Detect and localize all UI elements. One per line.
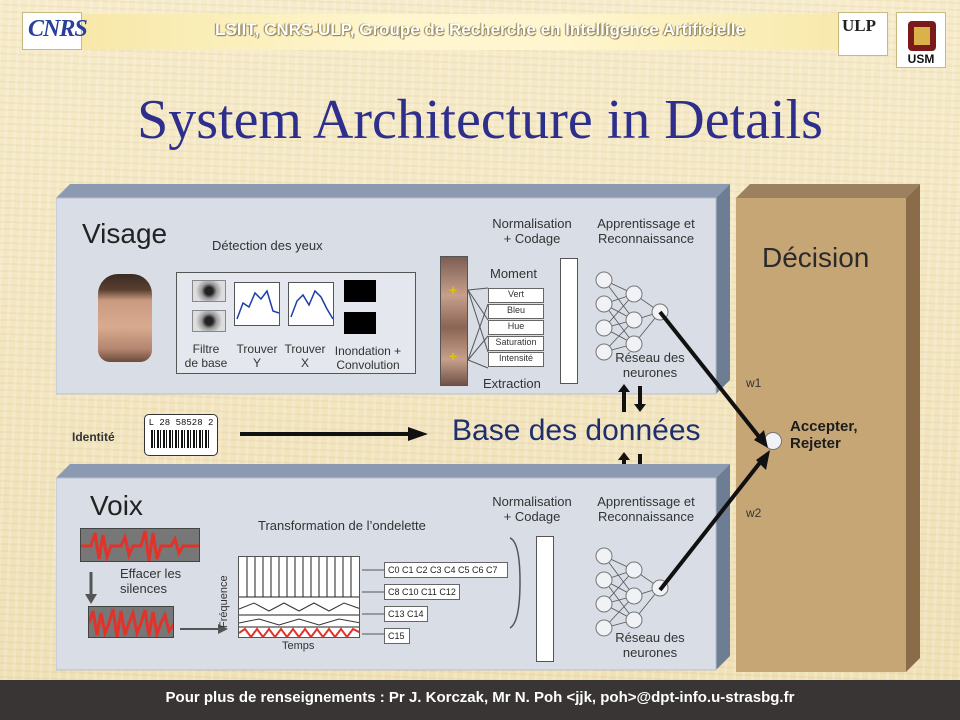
temps-label: Temps bbox=[282, 640, 315, 652]
ulp-logo-text: ULP bbox=[842, 16, 876, 35]
visage-code-vector bbox=[560, 258, 578, 384]
trouver-x-plot bbox=[288, 282, 334, 326]
detection-label: Détection des yeux bbox=[212, 238, 323, 253]
wavelet-spectrogram bbox=[238, 556, 360, 638]
weight-w2: w2 bbox=[746, 506, 762, 520]
voix-neural-network bbox=[595, 547, 669, 637]
db-arrows-top bbox=[618, 384, 646, 412]
eye-filter-thumb-1 bbox=[192, 280, 226, 302]
coef-arrows bbox=[362, 569, 384, 635]
network-to-decision-arrows bbox=[658, 310, 770, 592]
visage-normalisation-label: Normalisation+ Codage bbox=[492, 216, 572, 246]
silence-arrow bbox=[85, 572, 97, 604]
ulp-logo bbox=[838, 12, 888, 56]
usm-logo-text: USM bbox=[907, 52, 935, 66]
barcode-bars bbox=[151, 430, 211, 448]
coef-brace bbox=[509, 537, 521, 629]
base-donnees-label: Base des données bbox=[452, 414, 701, 447]
voix-label: Voix bbox=[90, 490, 143, 521]
face-photo bbox=[98, 274, 152, 362]
eye-marker-1: + bbox=[449, 282, 458, 298]
footer-contact: Pour plus de renseignements : Pr J. Korc… bbox=[165, 689, 795, 706]
identity-arrow bbox=[240, 427, 428, 441]
footer-bar bbox=[0, 680, 960, 720]
eye-strip bbox=[440, 256, 468, 386]
feature-vert: Vert bbox=[488, 288, 544, 303]
voice-wave-clean bbox=[88, 606, 174, 638]
feature-saturation: Saturation bbox=[488, 336, 544, 351]
visage-neural-network bbox=[595, 271, 669, 361]
header-banner-text: LSIIT, CNRS-ULP, Groupe de Recherche en … bbox=[215, 20, 745, 39]
visage-label: Visage bbox=[82, 218, 168, 249]
moment-label: Moment bbox=[490, 266, 537, 281]
coef-row-3: C13 C14 bbox=[384, 606, 428, 622]
voix-normalisation-label: Normalisation+ Codage bbox=[492, 494, 572, 524]
frequence-label: Fréquence bbox=[218, 575, 230, 628]
coef-row-2: C8 C10 C11 C12 bbox=[384, 584, 460, 600]
inondation-label: Inondation +Convolution bbox=[334, 344, 402, 372]
trouver-y-plot bbox=[234, 282, 280, 326]
clean-to-spectro-arrow bbox=[180, 624, 228, 634]
decision-result: Accepter,Rejeter bbox=[790, 418, 858, 452]
feature-bleu: Bleu bbox=[488, 304, 544, 319]
usm-logo bbox=[896, 12, 946, 68]
coef-row-1: C0 C1 C2 C3 C4 C5 C6 C7 bbox=[384, 562, 508, 578]
decision-label: Décision bbox=[762, 242, 870, 273]
feature-connectors bbox=[468, 287, 489, 369]
transformation-label: Transformation de l’ondelette bbox=[258, 518, 426, 533]
extraction-label: Extraction bbox=[483, 376, 541, 391]
voice-wave-raw bbox=[80, 528, 200, 562]
header-banner bbox=[78, 14, 878, 50]
inondation-thumb-1 bbox=[344, 280, 376, 302]
weight-w1: w1 bbox=[746, 376, 762, 390]
feature-intensite: Intensité bbox=[488, 352, 544, 367]
page-title: System Architecture in Details bbox=[137, 89, 823, 151]
voix-code-vector bbox=[536, 536, 554, 662]
eye-filter-thumb-2 bbox=[192, 310, 226, 332]
barcode-card: L 28 58528 2 bbox=[144, 414, 218, 456]
cnrs-logo bbox=[22, 12, 82, 50]
eye-marker-2: + bbox=[449, 348, 458, 364]
barcode-number: L 28 58528 2 bbox=[148, 418, 214, 428]
coef-row-4: C15 bbox=[384, 628, 410, 644]
feature-hue: Hue bbox=[488, 320, 544, 335]
identite-label: Identité bbox=[72, 430, 115, 444]
cnrs-logo-text: CNRS bbox=[28, 16, 88, 42]
inondation-thumb-2 bbox=[344, 312, 376, 334]
